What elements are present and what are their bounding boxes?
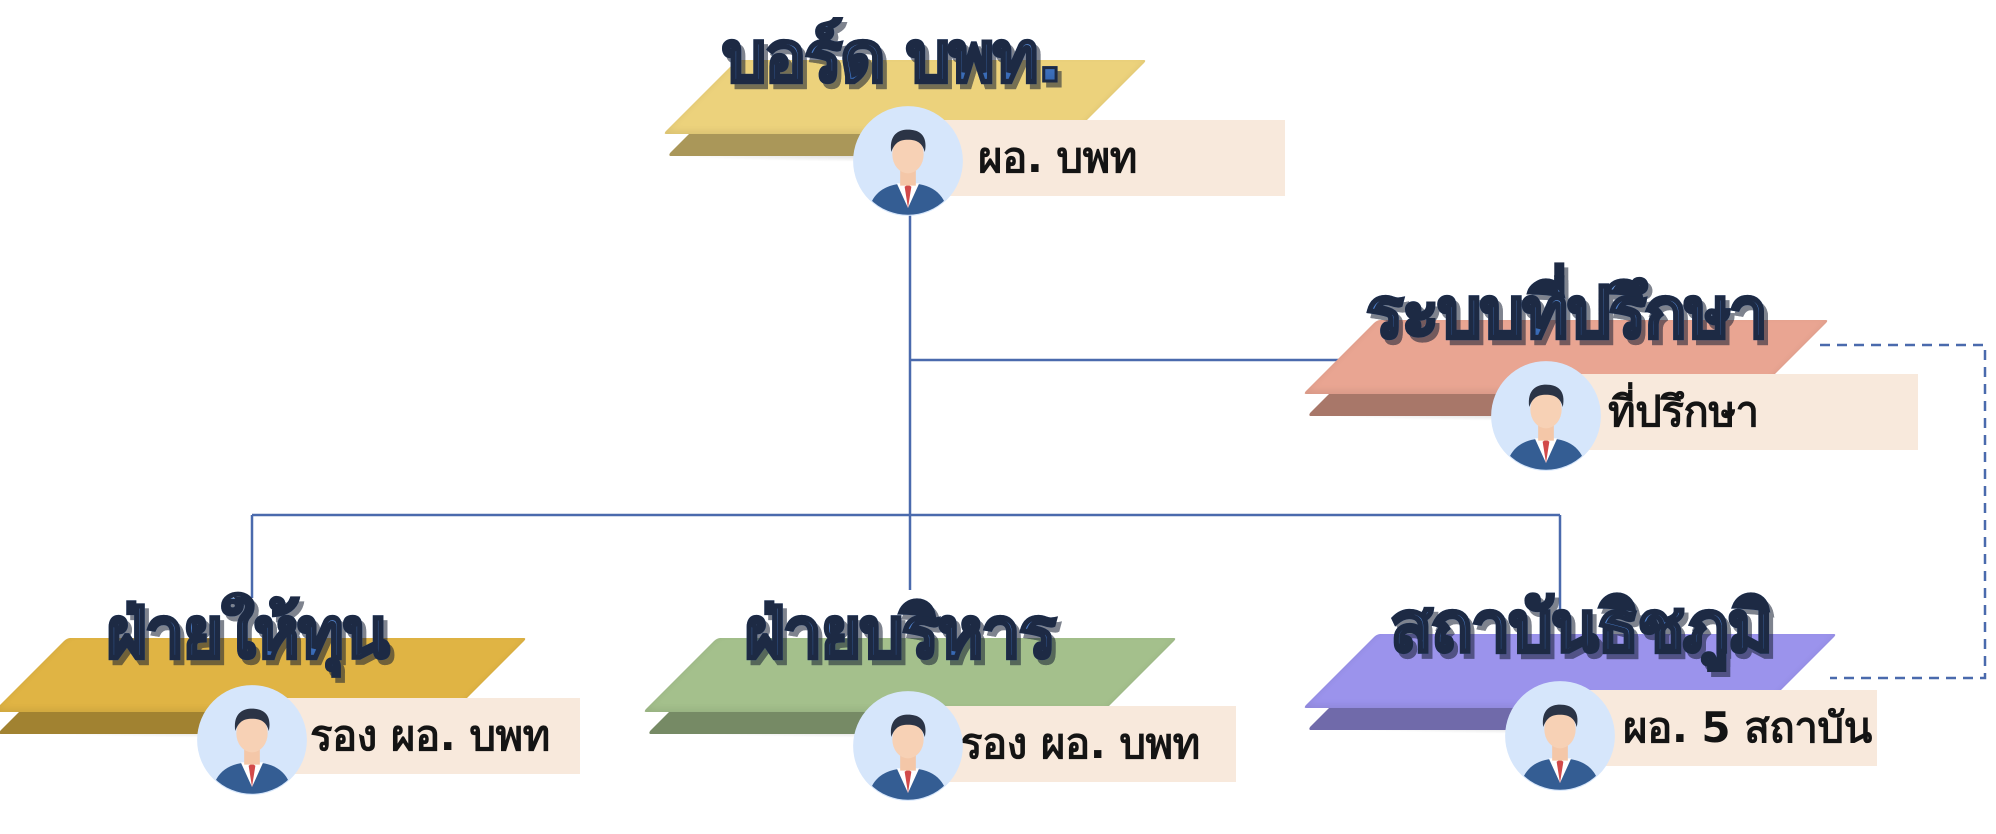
admin-role-label: รอง ผอ. บพท — [960, 719, 1200, 768]
institute-role-label: ผอ. 5 สถาบัน — [1623, 703, 1872, 752]
institute-role-box: ผอ. 5 สถาบัน — [1575, 690, 1877, 766]
advisory-role-label: ที่ปรึกษา — [1608, 387, 1759, 436]
board-role-box: ผอ. บพท — [930, 120, 1285, 196]
funding-title: ฝ่ายให้ทุน — [105, 592, 392, 674]
advisory-title: ระบบที่ปรึกษา — [1364, 272, 1769, 354]
connector-dashed-advisory-institute — [1820, 343, 1987, 680]
person-avatar-icon — [1491, 361, 1601, 471]
funding-role-box: รอง ผอ. บพท — [262, 698, 580, 774]
admin-role-box: รอง ผอ. บพท — [912, 706, 1236, 782]
funding-role-label: รอง ผอ. บพท — [310, 711, 550, 760]
institute-title: สถาบันธิชภูมิ — [1388, 586, 1774, 668]
person-avatar-icon — [1505, 681, 1615, 791]
board-role-label: ผอ. บพท — [978, 133, 1137, 182]
advisory-role-box: ที่ปรึกษา — [1560, 374, 1918, 450]
admin-title: ฝ่ายบริหาร — [742, 592, 1057, 674]
person-avatar-icon — [197, 685, 307, 795]
person-avatar-icon — [853, 106, 963, 216]
board-title: บอร์ด บพท. — [720, 16, 1064, 98]
person-avatar-icon — [853, 691, 963, 801]
